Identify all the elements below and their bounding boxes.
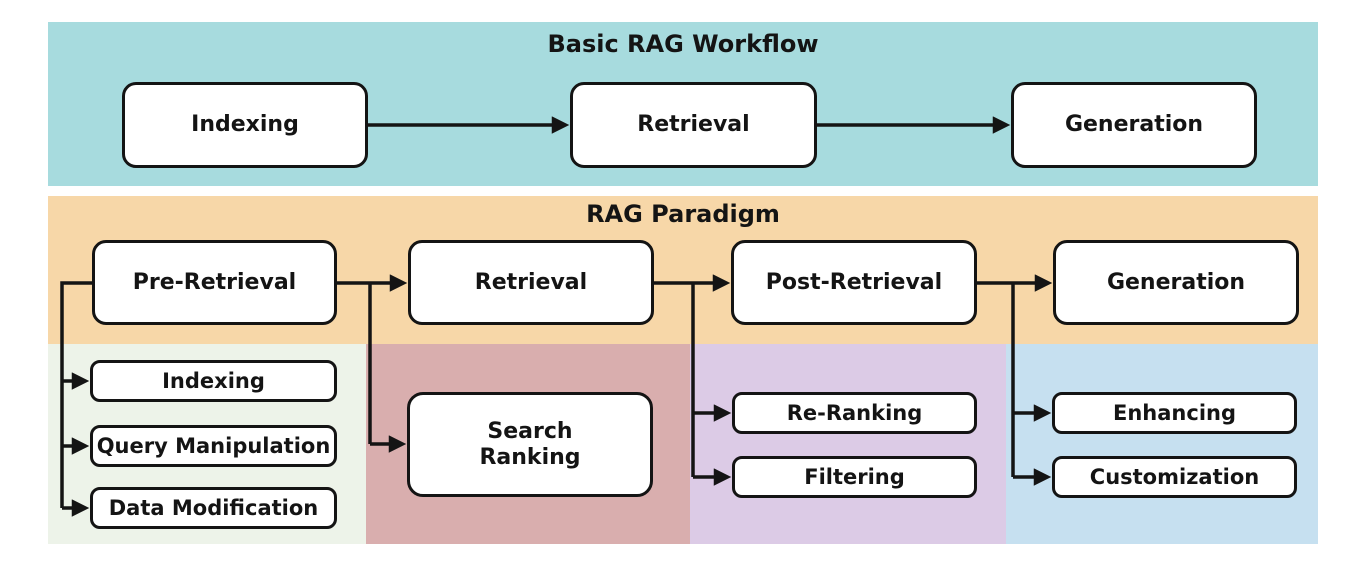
node-sub-enhancing: Enhancing [1052, 392, 1297, 434]
rag-paradigm-title: RAG Paradigm [586, 200, 780, 228]
node-basic-retrieval: Retrieval [570, 82, 817, 168]
node-basic-indexing: Indexing [122, 82, 368, 168]
node-sub-data-modification: Data Modification [90, 487, 337, 529]
node-sub-query-manipulation: Query Manipulation [90, 425, 337, 467]
node-basic-generation: Generation [1011, 82, 1257, 168]
node-pre-retrieval: Pre-Retrieval [92, 240, 337, 325]
node-post-retrieval: Post-Retrieval [731, 240, 977, 325]
node-sub-search-ranking: Search Ranking [407, 392, 653, 497]
node-generation: Generation [1053, 240, 1299, 325]
node-sub-indexing: Indexing [90, 360, 337, 402]
node-sub-filtering: Filtering [732, 456, 977, 498]
post-retrieval-sub-band [690, 344, 1006, 544]
node-retrieval: Retrieval [408, 240, 654, 325]
node-sub-customization: Customization [1052, 456, 1297, 498]
node-sub-re-ranking: Re-Ranking [732, 392, 977, 434]
generation-sub-band [1006, 344, 1318, 544]
basic-workflow-title: Basic RAG Workflow [547, 30, 819, 58]
